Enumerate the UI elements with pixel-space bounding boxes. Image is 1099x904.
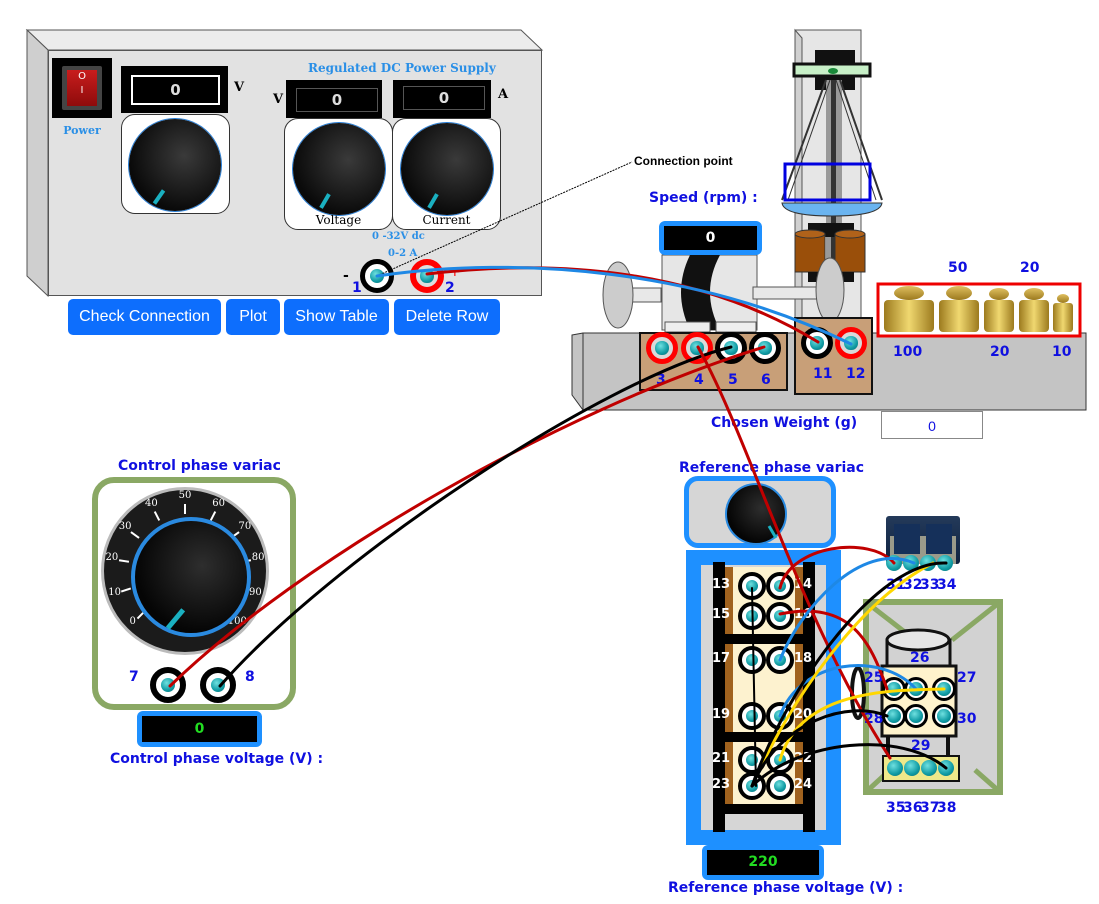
weight-20g-b[interactable] — [1018, 286, 1050, 332]
dial-tick-label: 30 — [118, 520, 132, 532]
connection-point-annotation: Connection point — [634, 154, 733, 168]
switch-on-mark: O — [78, 71, 86, 82]
terminal-30-label: 30 — [957, 711, 977, 727]
terminal-30[interactable] — [932, 704, 956, 728]
weight-pan — [781, 202, 883, 217]
weight-50g[interactable] — [938, 286, 980, 332]
power-label: Power — [63, 124, 101, 137]
terminal-26-label: 26 — [910, 650, 930, 666]
terminal-25-label: 25 — [864, 670, 884, 686]
weight-10g[interactable] — [1052, 294, 1074, 332]
terminal-29-label: 29 — [911, 738, 931, 754]
dial-tick-label: 20 — [105, 552, 119, 564]
weights-set — [880, 286, 1078, 334]
show-table-button[interactable]: Show Table — [284, 299, 389, 335]
current-meter-value: 0 — [403, 86, 485, 110]
terminal-27-label: 27 — [957, 670, 977, 686]
voltage-meter-value: 0 — [296, 88, 378, 112]
power-supply-title: Regulated DC Power Supply — [308, 61, 496, 75]
speed-value: 0 — [664, 226, 757, 250]
weight-label-100: 100 — [893, 344, 923, 360]
current-meter-unit: A — [498, 87, 509, 102]
main-voltmeter-value: 0 — [131, 75, 220, 105]
dial-tick-label: 10 — [108, 586, 121, 598]
capacitor-top — [885, 628, 951, 652]
terminal-29[interactable] — [904, 704, 928, 728]
terminal-35-label: 35 — [886, 800, 906, 816]
dial-tick-label: 0 — [129, 616, 136, 628]
terminal-37[interactable] — [921, 760, 937, 776]
speed-label: Speed (rpm) : — [649, 190, 758, 206]
weight-label-50: 50 — [948, 260, 968, 276]
terminal-35[interactable] — [887, 760, 903, 776]
weight-20g-a[interactable] — [983, 286, 1015, 332]
control-voltage-display: 0 — [137, 711, 262, 747]
terminal-27[interactable] — [932, 677, 956, 701]
voltage-knob-panel: Voltage — [284, 118, 393, 230]
weight-label-20-top: 20 — [1020, 260, 1040, 276]
terminal-36-label: 36 — [903, 800, 923, 816]
voltage-knob[interactable] — [293, 123, 385, 215]
reference-voltage-label: Reference phase voltage (V) : — [668, 880, 904, 896]
weight-drop-zone — [783, 162, 872, 202]
speed-display: 0 — [659, 221, 762, 255]
reference-voltage-value: 220 — [707, 850, 819, 875]
negative-sign: - — [343, 268, 349, 284]
power-supply-body — [25, 28, 544, 298]
check-connection-button[interactable]: Check Connection — [68, 299, 221, 335]
control-voltage-value: 0 — [142, 716, 257, 742]
terminal-25[interactable] — [882, 677, 906, 701]
weight-label-20-bottom: 20 — [990, 344, 1010, 360]
terminal-37-label: 37 — [920, 800, 940, 816]
terminal-28[interactable] — [882, 704, 906, 728]
terminal-38-label: 38 — [937, 800, 957, 816]
main-voltmeter: 0 — [121, 66, 228, 113]
reference-voltage-display: 220 — [702, 845, 824, 880]
switch-off-mark: I — [80, 85, 84, 96]
voltage-meter: 0 — [286, 80, 382, 118]
power-switch[interactable]: O I — [67, 70, 97, 106]
voltage-meter-unit: V — [273, 92, 284, 107]
current-meter: 0 — [393, 80, 491, 118]
weight-label-10: 10 — [1052, 344, 1072, 360]
main-voltmeter-unit: V — [234, 80, 245, 95]
terminal-28-label: 28 — [864, 711, 884, 727]
power-switch-housing: O I — [52, 58, 112, 118]
terminal-1-label: 1 — [352, 280, 362, 296]
control-voltage-label: Control phase voltage (V) : — [110, 751, 324, 767]
dial-tick-label: 40 — [145, 498, 158, 510]
main-knob-panel — [121, 114, 230, 214]
terminal-26[interactable] — [904, 677, 928, 701]
main-adjust-knob[interactable] — [129, 119, 221, 211]
terminal-36[interactable] — [904, 760, 920, 776]
coil-loop — [850, 666, 866, 720]
weight-100g[interactable] — [882, 286, 936, 332]
plot-button[interactable]: Plot — [226, 299, 280, 335]
terminal-23-label: 23 — [712, 777, 731, 792]
terminal-7-label: 7 — [129, 669, 139, 685]
terminal-38[interactable] — [938, 760, 954, 776]
voltage-knob-label: Voltage — [315, 213, 362, 227]
